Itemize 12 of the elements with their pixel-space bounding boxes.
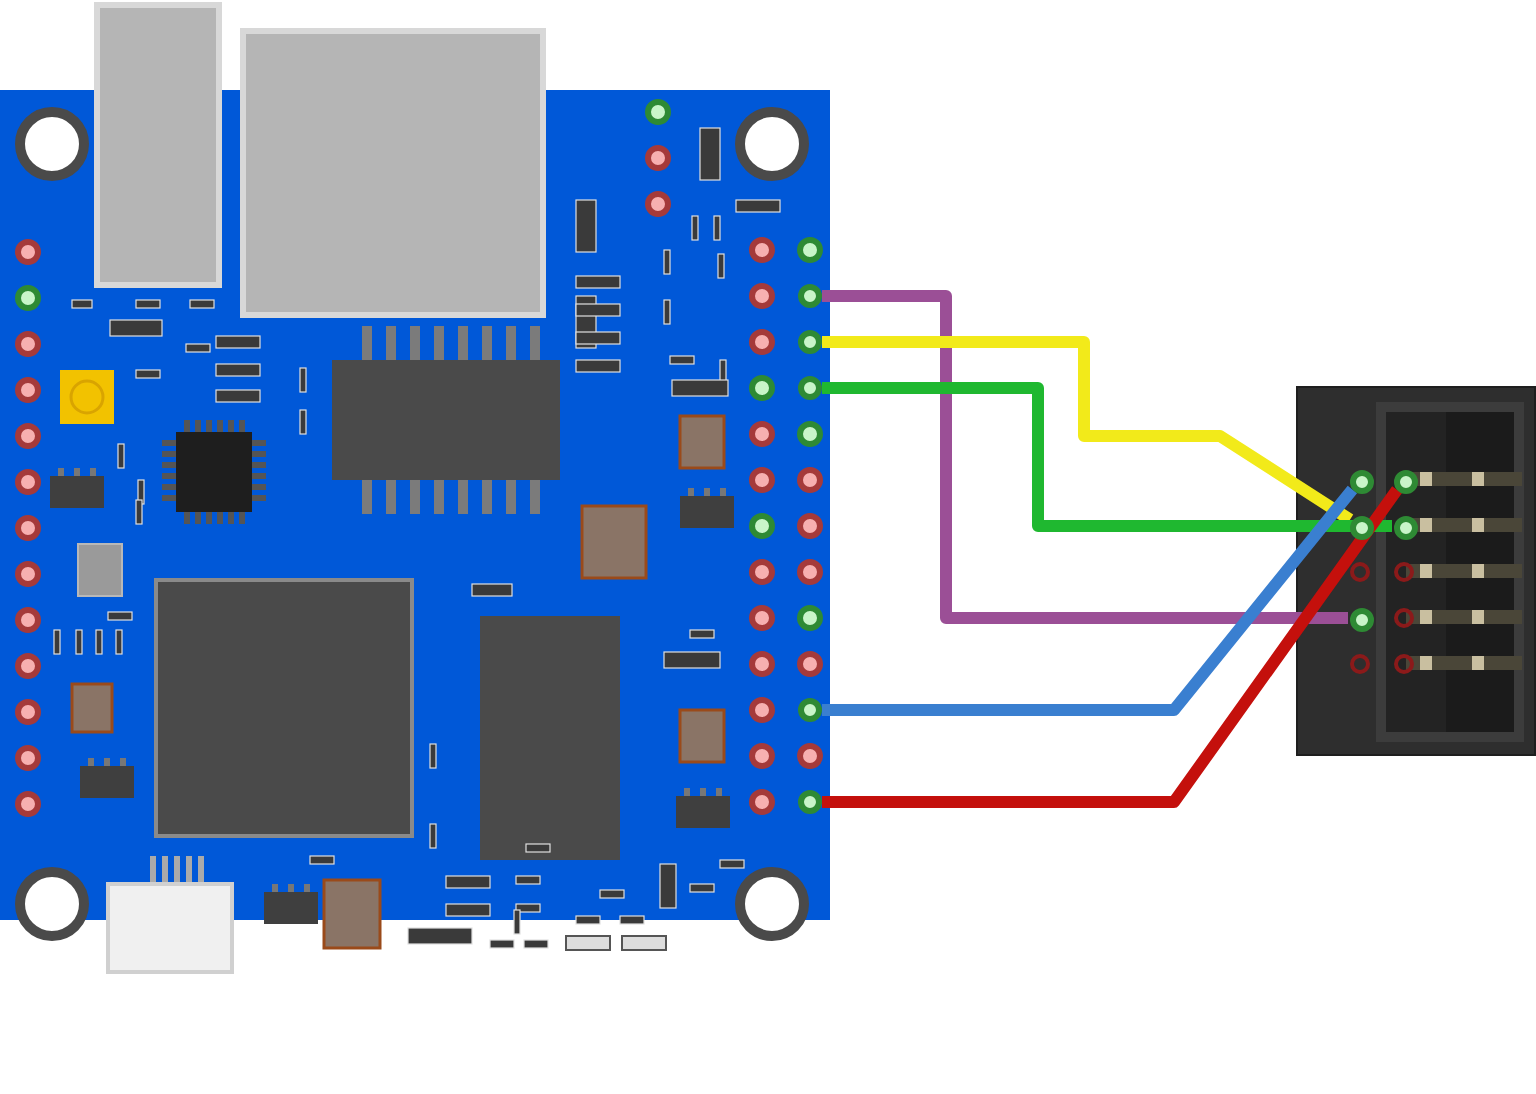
header-pin <box>1350 470 1374 494</box>
wire <box>822 382 1392 532</box>
wire <box>822 336 1354 525</box>
header-pin <box>1350 516 1374 540</box>
wire <box>822 290 1348 624</box>
processor-chip <box>154 578 414 838</box>
wire <box>822 486 1402 808</box>
wire <box>822 485 1358 716</box>
ethernet-port <box>240 28 546 318</box>
usb-port <box>94 2 222 288</box>
pin-header-connector-drawing <box>1296 386 1536 756</box>
header-pin <box>1350 608 1374 632</box>
